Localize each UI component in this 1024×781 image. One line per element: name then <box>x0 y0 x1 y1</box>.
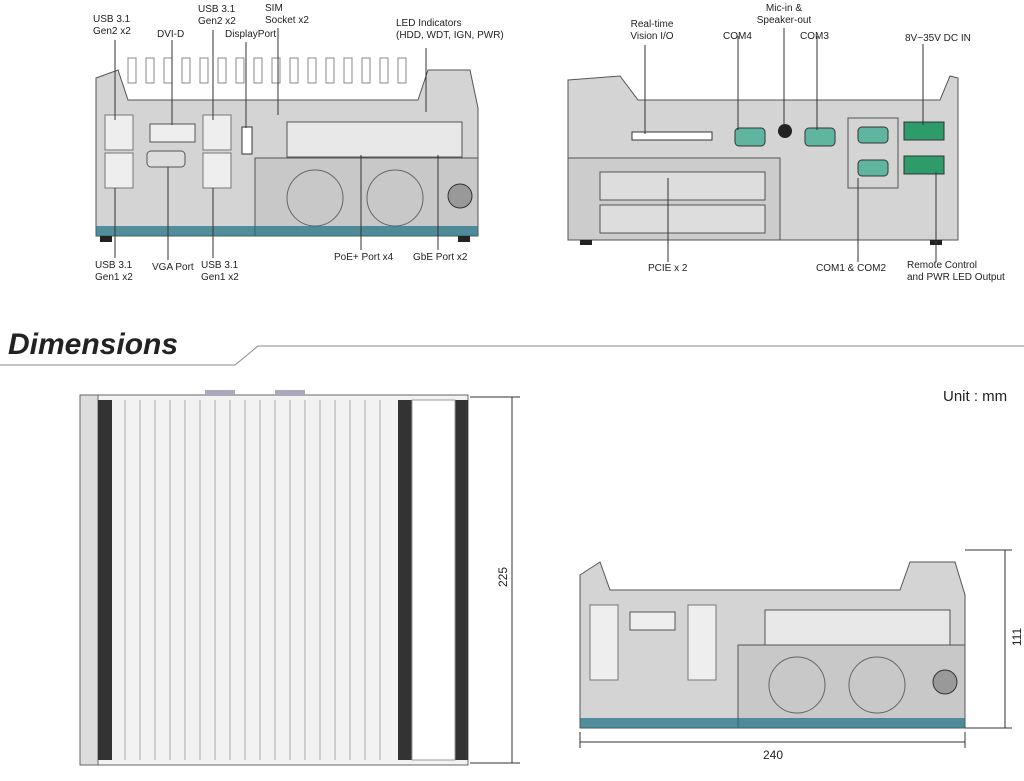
callout-sim: SIM Socket x2 <box>265 3 309 26</box>
callout-com12: COM1 & COM2 <box>816 263 887 274</box>
callout-dc-in: 8V~35V DC IN <box>905 33 971 44</box>
height-dimension: 111 <box>1010 627 1024 647</box>
callout-vision-io: Real-time Vision I/O <box>630 19 674 42</box>
callout-com4: COM4 <box>723 31 752 42</box>
callout-usb-gen2-left: USB 3.1 Gen2 x2 <box>93 14 131 37</box>
depth-dimension: 225 <box>496 566 511 588</box>
callout-pcie: PCIE x 2 <box>648 263 688 274</box>
callout-vga: VGA Port <box>152 262 194 273</box>
callout-com3: COM3 <box>800 31 829 42</box>
callout-displayport: DisplayPort <box>225 29 277 40</box>
unit-label: Unit : mm <box>943 388 1008 405</box>
front-view-small-drawing <box>579 561 966 729</box>
callout-usb-gen1-left: USB 3.1 Gen1 x2 <box>95 260 133 283</box>
callout-remote: Remote Control and PWR LED Output <box>907 260 1005 283</box>
callout-usb-gen1-right: USB 3.1 Gen1 x2 <box>201 260 239 283</box>
callout-gbe: GbE Port x2 <box>413 252 468 263</box>
callout-mic: Mic-in & Speaker-out <box>756 3 812 26</box>
width-dimension: 240 <box>763 748 784 762</box>
callout-usb-gen2-right: USB 3.1 Gen2 x2 <box>198 4 236 27</box>
dimensions-title: Dimensions <box>8 328 179 361</box>
front-panel-drawing <box>95 57 479 242</box>
callout-led: LED Indicators (HDD, WDT, IGN, PWR) <box>396 18 504 41</box>
callout-dvi: DVI-D <box>157 29 185 40</box>
top-view-drawing <box>79 390 469 766</box>
callout-poe: PoE+ Port x4 <box>334 252 394 263</box>
rear-panel-drawing <box>567 75 959 245</box>
section-divider <box>0 345 1024 366</box>
